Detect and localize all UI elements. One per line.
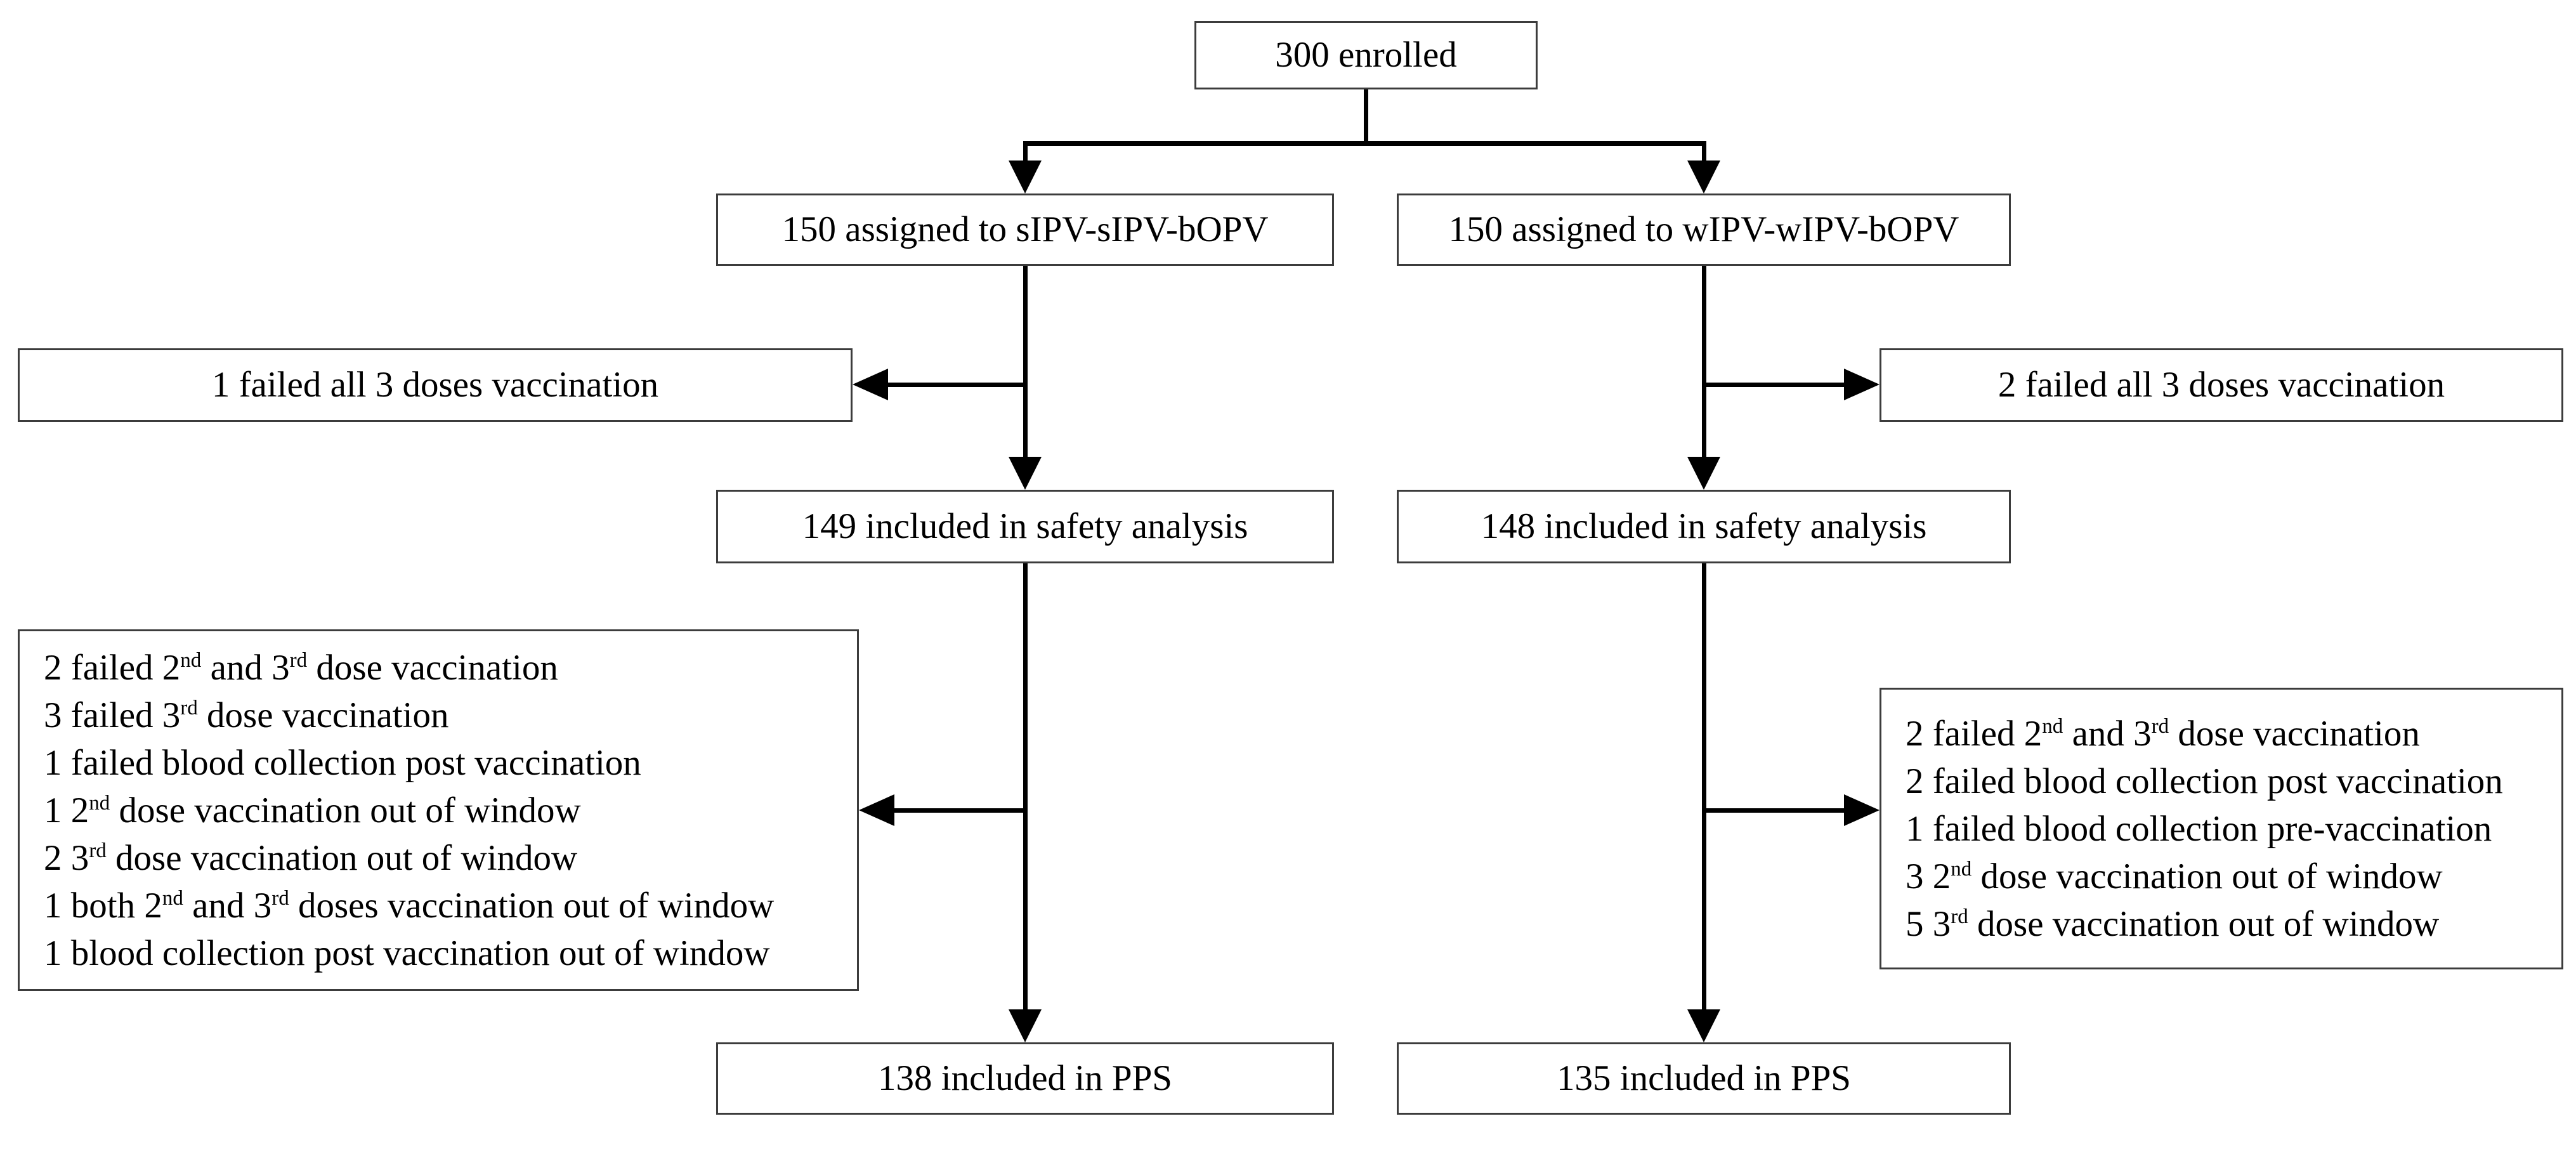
exclusion-item: 2 failed blood collection post vaccinati…	[1906, 761, 2503, 801]
node-left-assigned: 150 assigned to sIPV-sIPV-bOPV	[716, 194, 1334, 266]
connector-left-exclusion-1	[886, 383, 1026, 387]
arrowhead-left-safety-icon	[1009, 457, 1042, 490]
connector-enrolled-stem	[1364, 89, 1368, 143]
connector-left-exclusion-2	[892, 808, 1026, 813]
node-left-safety: 149 included in safety analysis	[716, 490, 1334, 563]
node-right-safety-label: 148 included in safety analysis	[1481, 506, 1927, 547]
node-right-excluded-2: 2 failed 2nd and 3rd dose vaccination 2 f…	[1880, 688, 2563, 969]
node-right-assigned-label: 150 assigned to wIPV-wIPV-bOPV	[1448, 209, 1959, 250]
node-left-excluded-1-label: 1 failed all 3 doses vaccination	[211, 365, 659, 405]
connector-left-trunk-2	[1023, 563, 1028, 1011]
node-enrolled: 300 enrolled	[1194, 21, 1538, 89]
node-right-excluded-1: 2 failed all 3 doses vaccination	[1880, 348, 2563, 422]
node-left-assigned-label: 150 assigned to sIPV-sIPV-bOPV	[781, 209, 1269, 250]
node-right-excluded-2-lines: 2 failed 2nd and 3rd dose vaccination 2 f…	[1906, 710, 2503, 948]
arrowhead-right-excluded-2-icon	[1844, 794, 1880, 826]
arrowhead-left-excluded-1-icon	[853, 369, 888, 400]
exclusion-item: 1 failed blood collection pre-vaccinatio…	[1906, 808, 2492, 849]
exclusion-item: 1 2nd dose vaccination out of window	[44, 790, 581, 830]
exclusion-item: 3 failed 3rd dose vaccination	[44, 695, 449, 735]
connector-right-trunk-1	[1702, 266, 1706, 458]
node-right-pps-label: 135 included in PPS	[1557, 1058, 1851, 1099]
exclusion-item: 2 3rd dose vaccination out of window	[44, 837, 578, 878]
node-left-excluded-1: 1 failed all 3 doses vaccination	[18, 348, 853, 422]
exclusion-item: 2 failed 2nd and 3rd dose vaccination	[44, 647, 558, 688]
node-right-safety: 148 included in safety analysis	[1397, 490, 2011, 563]
arrowhead-right-pps-icon	[1687, 1009, 1720, 1042]
node-left-excluded-2-lines: 2 failed 2nd and 3rd dose vaccination 3 f…	[44, 644, 774, 977]
node-left-pps: 138 included in PPS	[716, 1042, 1334, 1115]
arrowhead-left-excluded-2-icon	[859, 794, 894, 826]
exclusion-item: 5 3rd dose vaccination out of window	[1906, 903, 2440, 944]
exclusion-item: 3 2nd dose vaccination out of window	[1906, 856, 2443, 896]
node-right-assigned: 150 assigned to wIPV-wIPV-bOPV	[1397, 194, 2011, 266]
arrowhead-left-pps-icon	[1009, 1009, 1042, 1042]
node-left-pps-label: 138 included in PPS	[878, 1058, 1172, 1099]
exclusion-item: 1 blood collection post vaccination out …	[44, 933, 770, 973]
node-left-safety-label: 149 included in safety analysis	[802, 506, 1248, 547]
arrowhead-right-excluded-1-icon	[1844, 369, 1880, 400]
connector-left-trunk-1	[1023, 266, 1028, 458]
node-left-excluded-2: 2 failed 2nd and 3rd dose vaccination 3 f…	[18, 629, 859, 991]
exclusion-item: 1 both 2nd and 3rd doses vaccination out…	[44, 885, 775, 926]
connector-right-drop	[1702, 141, 1706, 166]
arrowhead-right-safety-icon	[1687, 457, 1720, 490]
connector-left-drop	[1023, 141, 1028, 166]
node-enrolled-label: 300 enrolled	[1275, 35, 1457, 75]
exclusion-item: 2 failed 2nd and 3rd dose vaccination	[1906, 713, 2420, 754]
connector-right-trunk-2	[1702, 563, 1706, 1011]
arrowhead-left-assigned-icon	[1009, 161, 1042, 194]
arrowhead-right-assigned-icon	[1687, 161, 1720, 194]
node-right-pps: 135 included in PPS	[1397, 1042, 2011, 1115]
connector-right-exclusion-2	[1706, 808, 1845, 813]
exclusion-item: 1 failed blood collection post vaccinati…	[44, 742, 641, 783]
node-right-excluded-1-label: 2 failed all 3 doses vaccination	[1997, 365, 2445, 405]
connector-right-exclusion-1	[1706, 383, 1845, 387]
connector-split-bar	[1023, 141, 1706, 146]
